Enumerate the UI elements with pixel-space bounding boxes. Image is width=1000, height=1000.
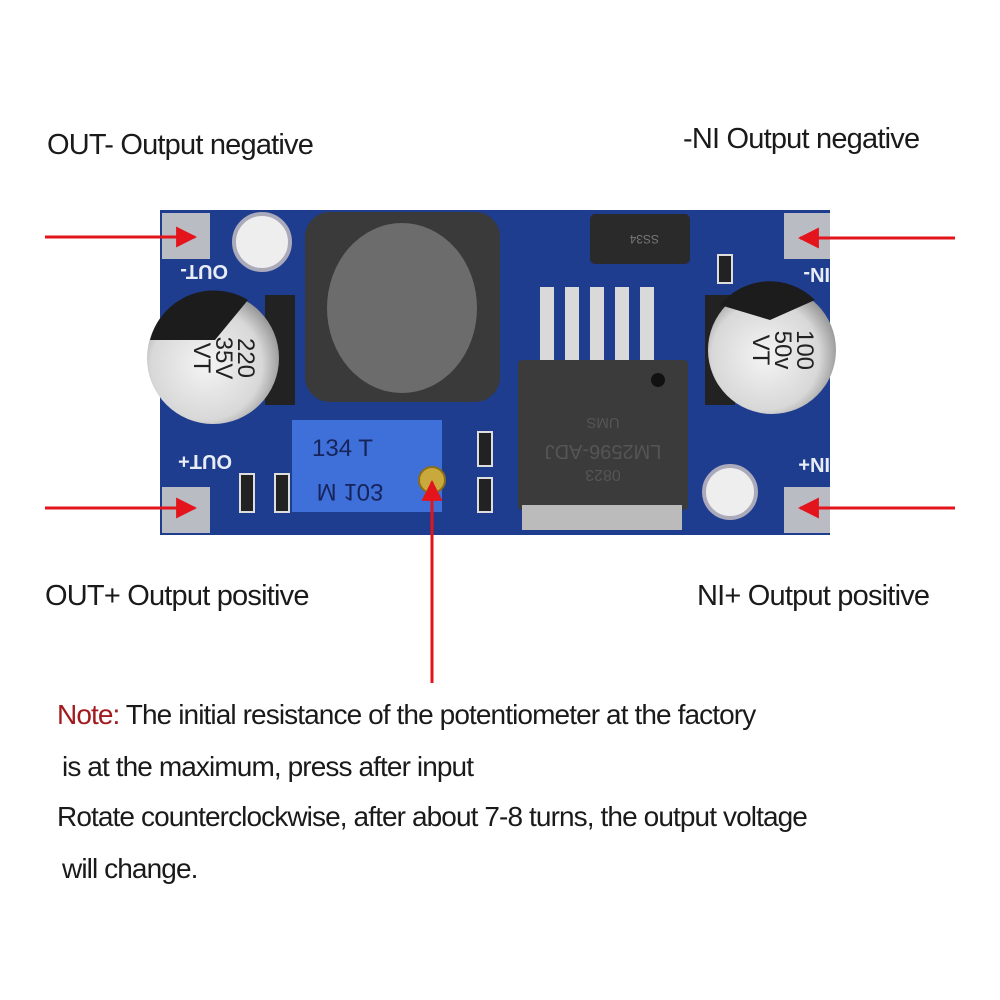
pot-marking-top: 134 T (312, 435, 373, 462)
note-prefix: Note: (57, 699, 120, 730)
pad-in-minus (784, 213, 830, 259)
regulator-tab (522, 505, 682, 530)
cap-polarity-stripe (720, 281, 815, 320)
pin1-dot (651, 373, 665, 387)
ic-maker: UMS (586, 414, 619, 431)
note-line-2: is at the maximum, press after input (62, 751, 474, 782)
diode-marking: SS34 (629, 232, 659, 246)
cap-left-voltage: 35V (210, 337, 237, 380)
label-in-negative: -NI Output negative (683, 123, 920, 155)
label-out-positive: OUT+ Output positive (45, 580, 309, 612)
pad-in-plus (784, 487, 830, 533)
inductor-core (327, 223, 477, 393)
label-in-positive: NI+ Output positive (697, 580, 930, 612)
cap-left-series: VT (188, 343, 215, 374)
note-line-4: will change. (62, 853, 198, 884)
note-line-3: Rotate counterclockwise, after about 7-8… (57, 801, 808, 832)
note-line-1: Note: The initial resistance of the pote… (57, 699, 756, 730)
pad-out-plus (162, 487, 210, 533)
silk-out-minus: OUT- (180, 260, 228, 282)
smd-components (239, 254, 733, 513)
diode (590, 214, 690, 264)
cap-polarity-stripe (150, 290, 248, 340)
regulator-ic (518, 360, 688, 510)
cap-right-series: VT (747, 335, 774, 366)
note-text-1: The initial resistance of the potentiome… (119, 699, 756, 730)
mounting-hole (232, 212, 292, 272)
cap-right-value: 100 (791, 330, 818, 370)
ic-date-code: 0823 (585, 466, 621, 483)
regulator-pins (540, 287, 654, 367)
silk-in-minus: IN- (803, 263, 830, 285)
label-out-negative: OUT- Output negative (47, 129, 314, 161)
pot-marking-bottom: M 103 (317, 478, 384, 505)
capacitor-100uf (708, 286, 836, 414)
ic-part-number: LM2596-ADJ (545, 440, 662, 462)
silk-in-plus: IN+ (798, 453, 830, 475)
silk-out-plus: OUT+ (178, 450, 232, 472)
mounting-hole (702, 464, 758, 520)
potentiometer[interactable] (292, 420, 442, 512)
cap-right-voltage: 50v (769, 331, 796, 370)
cap-left-value: 220 (232, 338, 259, 378)
